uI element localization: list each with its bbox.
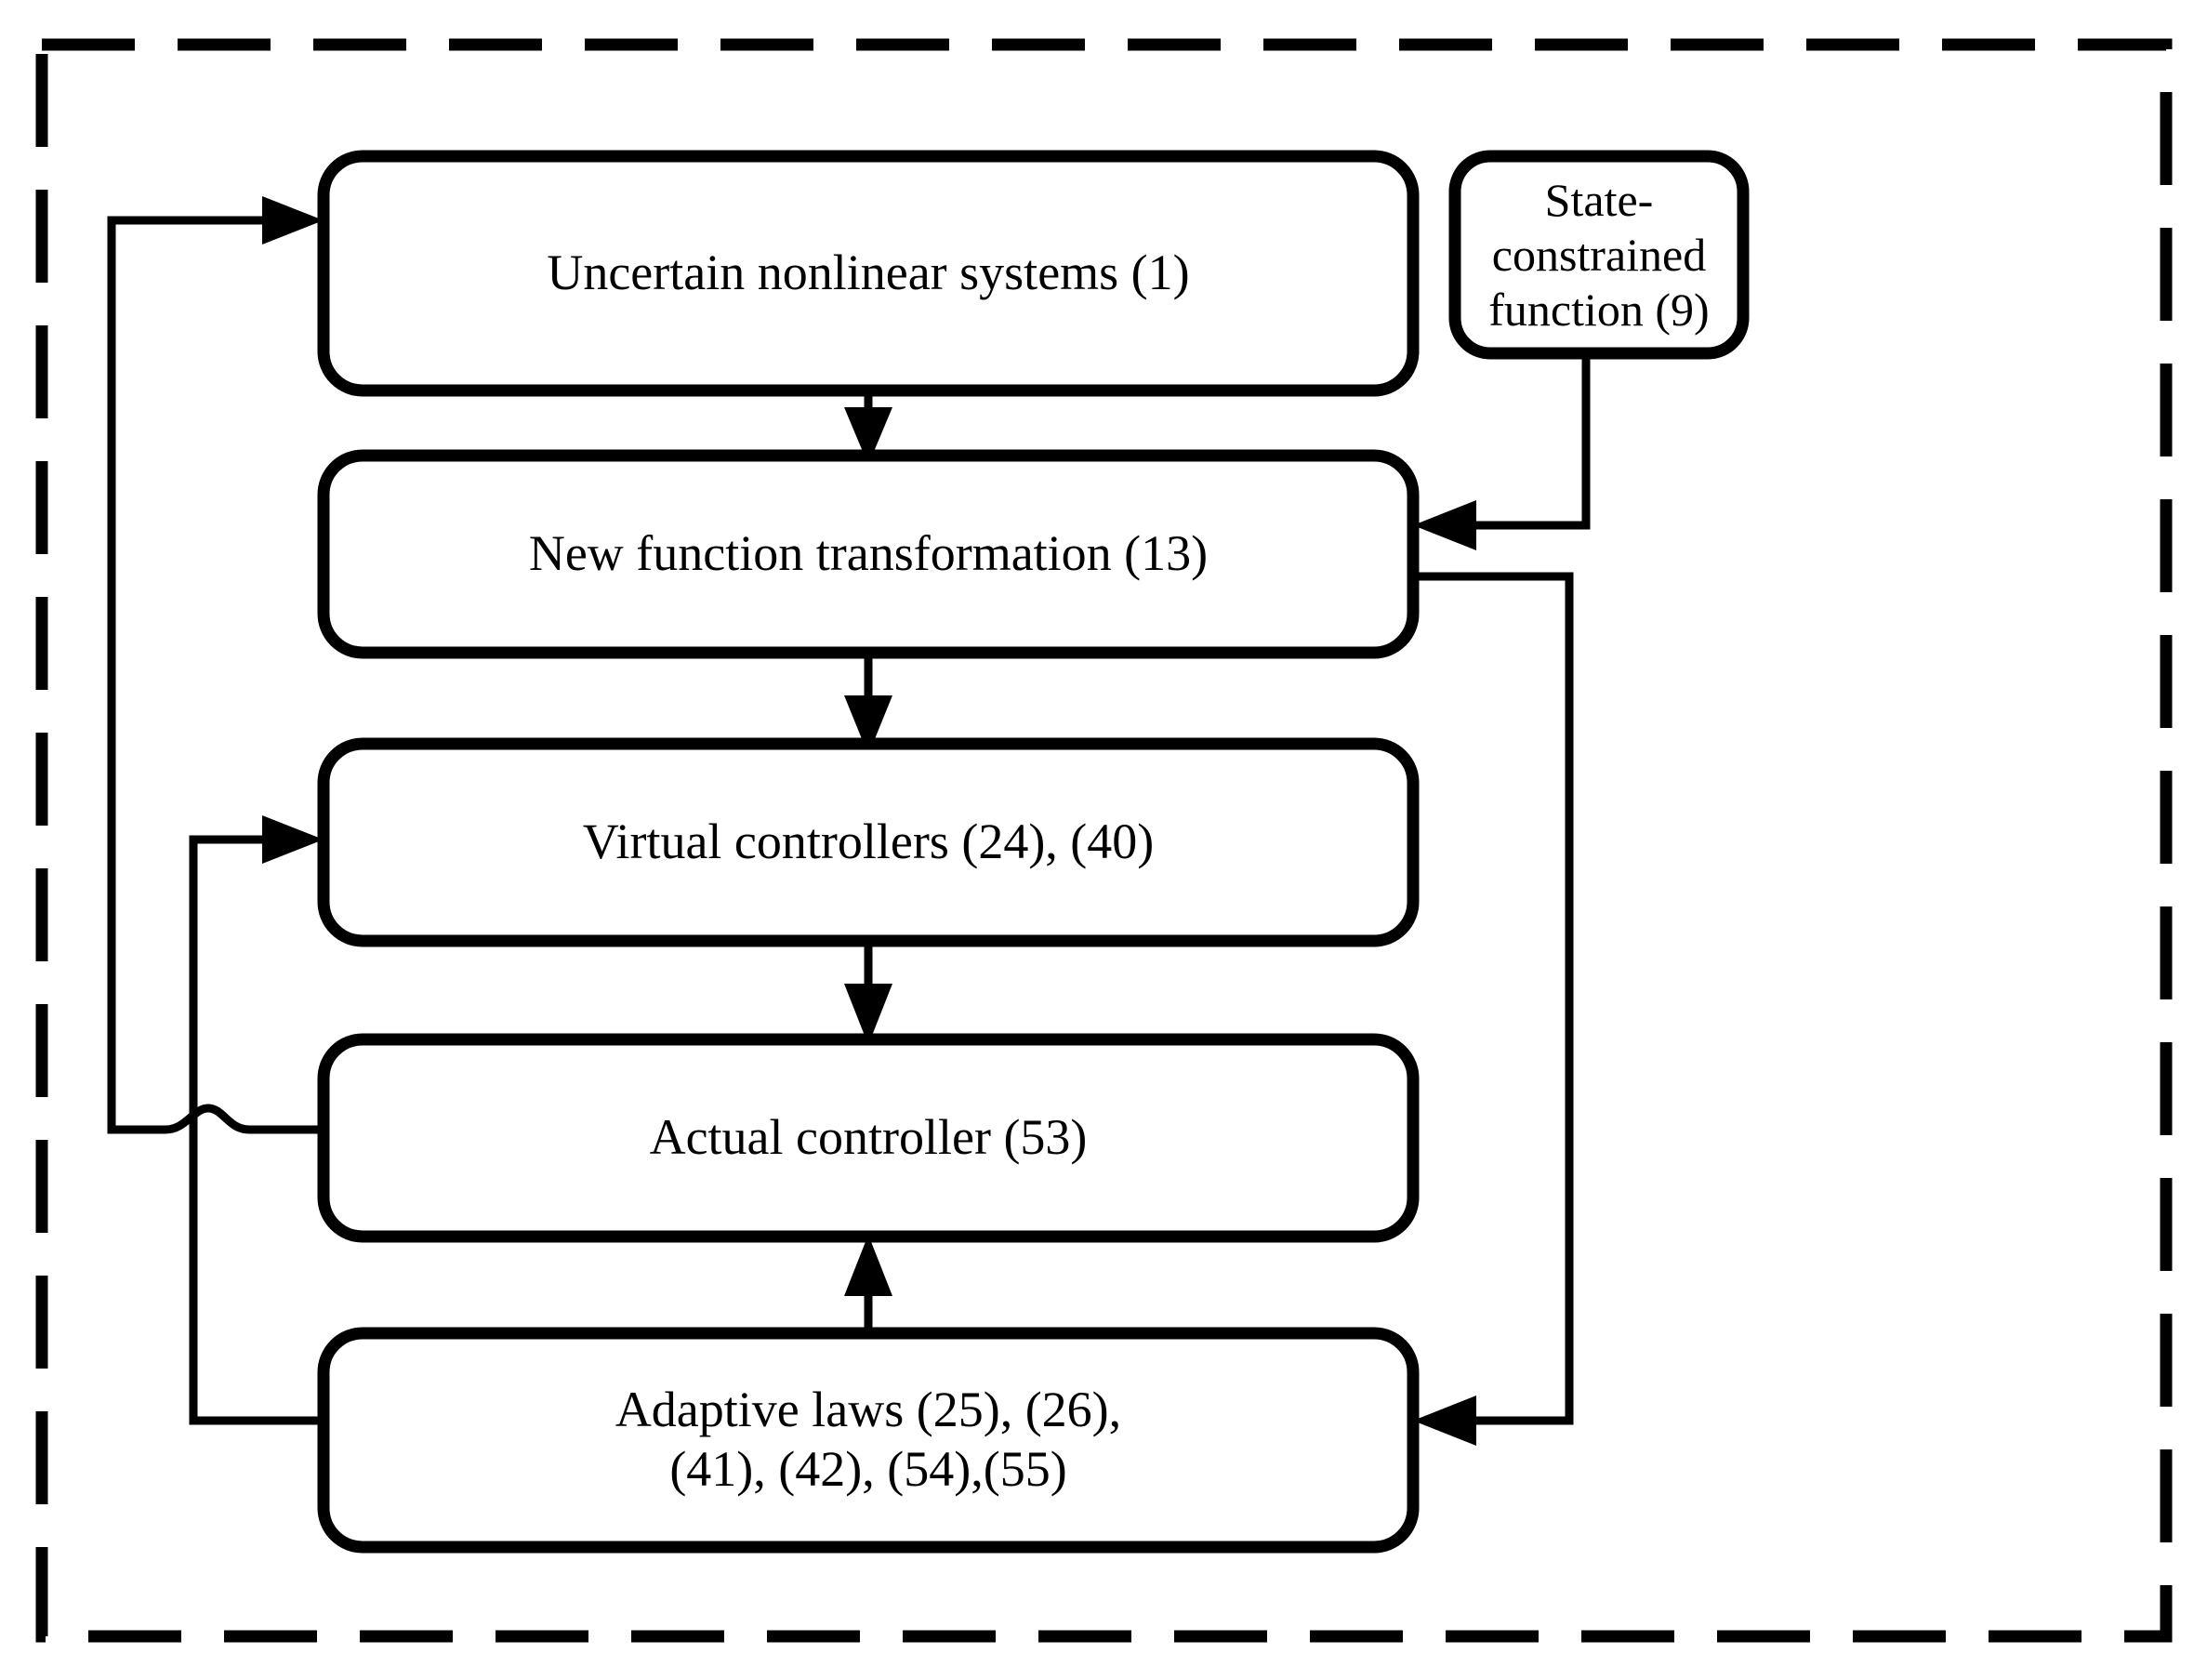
node-state-constrained-function[interactable]	[1448, 150, 1750, 360]
node-virtual-controllers[interactable]	[317, 737, 1420, 947]
edge-stateconstrained-to-transform	[1413, 353, 1591, 550]
edge-transform-to-adaptive	[1413, 572, 1574, 1446]
node-new-function-transformation[interactable]	[317, 449, 1420, 659]
node-actual-controller[interactable]	[317, 1033, 1420, 1243]
edge-sys-to-transform	[844, 390, 892, 465]
edge-virtual-to-actual	[844, 941, 892, 1045]
node-uncertain-nonlinear-systems[interactable]	[317, 150, 1420, 397]
node-adaptive-laws[interactable]	[317, 1327, 1420, 1554]
outer-dashed-frame	[35, 38, 2173, 1643]
edge-transform-to-virtual	[844, 653, 892, 755]
edge-adaptive-to-actual	[844, 1235, 892, 1333]
edge-actual-to-system-feedback	[107, 196, 324, 1134]
edge-adaptive-to-virtual-feedback	[189, 815, 324, 1425]
